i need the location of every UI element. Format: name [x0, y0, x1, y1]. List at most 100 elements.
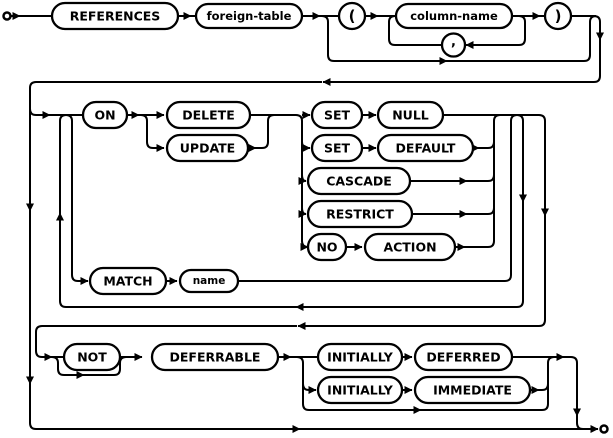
connector-arrow: [298, 174, 307, 185]
column-name-pill: [394, 2, 514, 30]
deferrable-pill: [150, 342, 280, 372]
connector-exit-to-not: [35, 325, 297, 358]
connector-update-rejoin: [256, 114, 275, 149]
update-label: UPDATE: [180, 141, 235, 156]
close-paren-circle: [543, 1, 573, 31]
not-label: NOT: [77, 350, 107, 365]
connector-return-line: [29, 81, 322, 89]
connector-rejoin-curve: [479, 141, 495, 149]
name-label: name: [193, 275, 226, 287]
node-default: DEFAULT: [376, 133, 475, 163]
default-label: DEFAULT: [396, 141, 456, 156]
cascade-label: CASCADE: [326, 174, 392, 189]
node-deferrable: DEFERRABLE: [150, 342, 280, 372]
match-pill: [88, 266, 168, 296]
null-pill: [376, 100, 445, 130]
comma-circle: [440, 32, 467, 58]
node-null: NULL: [376, 100, 445, 130]
null-label: NULL: [392, 108, 429, 123]
node-set-2: SET: [310, 133, 364, 163]
deferred-pill: [413, 342, 514, 372]
node-column-name: column-name: [394, 2, 514, 30]
immediate-pill: [413, 375, 532, 405]
match-label: MATCH: [103, 274, 152, 289]
connector-wrap-down: [571, 15, 604, 41]
node-immediate: IMMEDIATE: [413, 375, 532, 405]
delete-pill: [165, 100, 252, 130]
connector-arrow: [301, 141, 311, 152]
connector-match-branch: [65, 114, 79, 282]
node-update: UPDATE: [165, 133, 250, 163]
node-initially-1: INITIALLY: [316, 342, 404, 372]
connector-rejoin-curve: [539, 383, 549, 391]
node-restrict: RESTRICT: [306, 199, 414, 229]
set-2-pill: [310, 133, 364, 163]
node-references: REFERENCES: [50, 1, 180, 31]
node-cascade: CASCADE: [306, 166, 412, 196]
node-comma: ,: [440, 32, 467, 58]
connector-comma-loop-down: [512, 15, 526, 46]
start-terminal: [2, 11, 12, 21]
immediate-label: IMMEDIATE: [433, 383, 512, 398]
connector-bypass-down: [321, 15, 335, 62]
node-initially-2: INITIALLY: [316, 375, 404, 405]
connector-arrow: [302, 383, 317, 394]
connector-left-vertical-bottom: [29, 384, 37, 430]
connector-comma-loop-up: [388, 15, 442, 46]
cascade-pill: [306, 166, 412, 196]
deferrable-label: DEFERRABLE: [170, 350, 261, 365]
node-match: MATCH: [88, 266, 168, 296]
connector-rejoin-curve: [467, 207, 495, 215]
connector-update-branch: [140, 114, 154, 149]
node-not: NOT: [62, 342, 122, 372]
deferred-label: DEFERRED: [426, 350, 500, 365]
node-delete: DELETE: [165, 100, 252, 130]
references-label: REFERENCES: [70, 9, 161, 24]
end-terminal: [599, 424, 609, 434]
connector-loopback-top: [59, 114, 67, 214]
restrict-pill: [306, 199, 414, 229]
initially-1-pill: [316, 342, 404, 372]
node-close-paren: ): [543, 1, 573, 31]
delete-label: DELETE: [182, 108, 234, 123]
node-action: ACTION: [363, 232, 457, 262]
connector-final-down-arrow: [564, 356, 581, 417]
node-foreign-table: foreign-table: [194, 2, 304, 30]
no-label: NO: [316, 240, 337, 255]
initially-2-label: INITIALLY: [327, 383, 394, 398]
update-pill: [165, 133, 250, 163]
node-open-paren: (: [337, 1, 367, 31]
connector-loop-entry-arrow: [29, 108, 51, 119]
restrict-label: RESTRICT: [326, 207, 394, 222]
initially-1-label: INITIALLY: [327, 350, 394, 365]
foreign-table-label: foreign-table: [207, 9, 292, 23]
connector-not-bypass-down: [51, 356, 65, 376]
set-2-label: SET: [324, 141, 351, 156]
connector-loopback-return: [59, 300, 296, 308]
open-paren-circle: [337, 1, 367, 31]
node-on: ON: [81, 100, 129, 130]
connector-loopback-corner: [516, 202, 524, 308]
set-1-pill: [310, 100, 364, 130]
connector-final-corner: [576, 416, 584, 430]
node-no: NO: [306, 232, 348, 262]
name-pill: [178, 268, 240, 294]
connector-exit-corner: [538, 216, 546, 327]
connector-action-split: [295, 114, 309, 251]
close-paren-label: ): [555, 7, 562, 25]
foreign-table-pill: [194, 2, 304, 30]
open-paren-label: (: [349, 7, 356, 25]
action-label: ACTION: [383, 240, 436, 255]
not-pill: [62, 342, 122, 372]
connector-loopback-down-arrow: [516, 114, 527, 203]
connector-wrap-corner: [593, 40, 601, 83]
connectors: [11, 12, 604, 433]
connector-exit-down-arrow: [443, 114, 549, 217]
references-pill: [50, 1, 180, 31]
column-name-label: column-name: [410, 9, 498, 23]
on-label: ON: [94, 108, 115, 123]
node-deferred: DEFERRED: [413, 342, 514, 372]
action-pill: [363, 232, 457, 262]
